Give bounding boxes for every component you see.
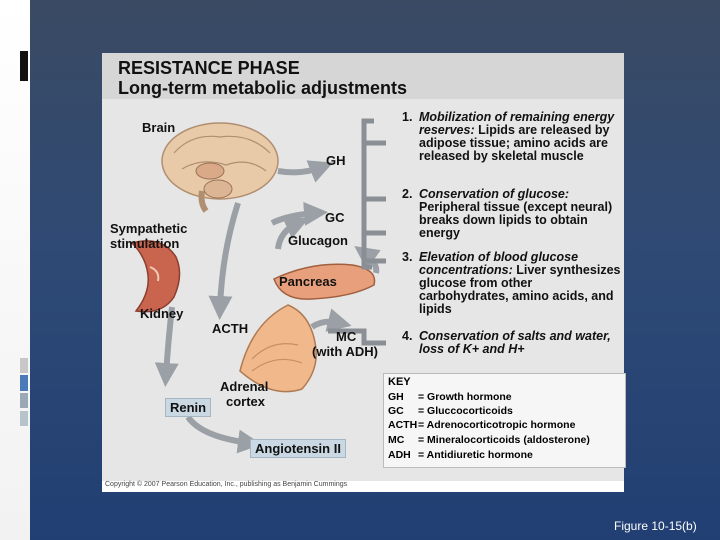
step-1-title: Mobilization of remaining energy reserve…: [419, 110, 615, 137]
step-4-title: Conservation of salts and water, loss of…: [419, 329, 611, 356]
step-2-body: Peripheral tissue (except neural) breaks…: [419, 200, 613, 240]
key-abbr: GC: [388, 405, 404, 417]
key-desc: = Gluccocorticoids: [418, 405, 513, 417]
header-subtitle: Long-term metabolic adjustments: [118, 78, 408, 98]
key-row-mc: MC = Mineralocorticoids (aldosterone): [388, 434, 590, 446]
accent-bar-black: [20, 51, 28, 81]
figure-panel: RESISTANCE PHASE Long-term metabolic adj…: [102, 53, 626, 481]
adrenal-cortex-illustration: [239, 304, 317, 393]
hormone-arrows: [154, 160, 381, 454]
with-adh-label: (with ADH): [312, 344, 378, 359]
accent-bar-blue: [20, 375, 28, 391]
slide-left-strip: [0, 0, 30, 540]
pancreas-illustration: [273, 263, 376, 300]
step-2-title: Conservation of glucose:: [419, 187, 570, 201]
brain-illustration: [161, 122, 279, 213]
header-title: RESISTANCE PHASE: [118, 58, 300, 78]
key-row-acth: ACTH= Adrenocorticotropic hormone: [388, 419, 575, 431]
key-desc: = Growth hormone: [418, 391, 512, 403]
sympathetic-label-line2: stimulation: [110, 236, 180, 251]
key-row-gc: GC = Gluccocorticoids: [388, 405, 513, 417]
mc-label: MC: [336, 329, 357, 344]
kidney-illustration: [130, 240, 181, 313]
key-abbr: GH: [388, 391, 404, 403]
figure-header: RESISTANCE PHASE Long-term metabolic adj…: [102, 53, 624, 99]
renin-box: Renin: [165, 398, 212, 417]
key-row-gh: GH = Growth hormone: [388, 391, 512, 403]
step-3-number: 3.: [402, 250, 413, 264]
acth-label: ACTH: [212, 321, 249, 336]
key-abbr: ACTH: [388, 419, 418, 431]
adrenal-label-line1: Adrenal: [220, 379, 269, 394]
kidney-label: Kidney: [140, 306, 184, 321]
accent-bar-grey: [20, 358, 28, 373]
step-2-number: 2.: [402, 187, 413, 201]
glucagon-label: Glucagon: [288, 233, 348, 248]
key-desc: = Adrenocorticotropic hormone: [418, 419, 576, 431]
figure-label: Figure 10-15(b): [614, 519, 697, 533]
key-title: KEY: [388, 376, 411, 388]
angiotensin-box: Angiotensin II: [250, 439, 346, 458]
key-abbr: MC: [388, 434, 405, 446]
sympathetic-label-line1: Sympathetic: [110, 221, 188, 236]
resistance-phase-figure: RESISTANCE PHASE Long-term metabolic adj…: [102, 53, 626, 492]
diagram-artwork: [130, 118, 386, 454]
step-1-body: Lipids are released by adipose tissue; a…: [419, 123, 610, 163]
pancreas-label: Pancreas: [279, 274, 337, 289]
accent-bar-grey-3: [20, 411, 28, 426]
accent-bar-grey-2: [20, 393, 28, 408]
brain-label: Brain: [142, 120, 176, 135]
step-brackets: [328, 118, 386, 346]
step-4-number: 4.: [402, 329, 413, 343]
key-row-adh: ADH = Antidiuretic hormone: [388, 449, 533, 461]
key-abbr: ADH: [388, 449, 411, 461]
abbreviation-key: KEY GH = Growth hormone GC = Gluccocortico…: [383, 373, 626, 468]
step-3-body: Liver synthesizes glucose from other car…: [419, 263, 621, 316]
key-desc: = Mineralocorticoids (aldosterone): [418, 434, 590, 446]
gh-label: GH: [326, 153, 346, 168]
step-1-number: 1.: [402, 110, 413, 124]
copyright-notice: Copyright © 2007 Pearson Education, Inc.…: [105, 481, 348, 488]
gc-label: GC: [325, 210, 345, 225]
key-desc: = Antidiuretic hormone: [418, 449, 533, 461]
adrenal-label-line2: cortex: [226, 394, 266, 409]
step-3-title: Elevation of blood glucose concentration…: [419, 250, 579, 277]
